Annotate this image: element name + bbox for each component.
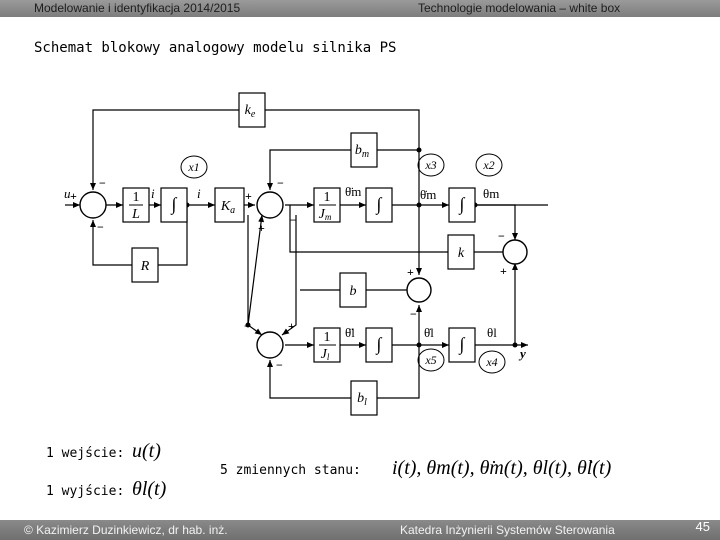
state-x1-marker [180, 155, 208, 179]
integral-3: ∫ [459, 194, 466, 215]
states-label: 5 zmiennych stanu: [220, 463, 361, 478]
signal-theta-m-dd: θ̈m [345, 184, 361, 199]
jm-num: 1 [324, 190, 331, 205]
block-integrator-4 [365, 327, 393, 363]
block-k [447, 234, 475, 270]
page-number: 45 [695, 519, 710, 534]
signal-theta-m-d: θ̇m [420, 187, 436, 202]
sign-11: − [498, 229, 505, 243]
sign-2: + [70, 189, 77, 203]
summer-torque-upper [256, 191, 284, 219]
sign-10: − [276, 358, 283, 372]
sign-4: − [277, 176, 284, 190]
sign-12: + [500, 264, 507, 278]
block-integrator-5 [448, 327, 476, 363]
sign-7: − [290, 213, 297, 227]
footer-bar: © Kazimierz Duzinkiewicz, dr hab. inż. K… [0, 520, 720, 540]
block-b [339, 272, 367, 308]
integral-4: ∫ [376, 334, 383, 355]
summer-damping [406, 277, 432, 303]
summer-torque-lower [256, 331, 284, 359]
state-x1: x1 [187, 160, 199, 174]
block-ke [238, 92, 266, 128]
output-expression: θl(t) [132, 478, 167, 500]
input-expression: u(t) [132, 440, 161, 462]
sign-3: − [97, 220, 104, 234]
states-expression: i(t), θm(t), θ̇m(t), θl(t), θ̇l(t) [392, 457, 612, 479]
state-x3: x3 [424, 158, 436, 172]
state-x2: x2 [482, 158, 494, 172]
block-integrator-2 [365, 187, 393, 223]
l-den: L [131, 207, 140, 222]
footer-author: © Kazimierz Duzinkiewicz, dr hab. inż. [24, 523, 228, 537]
ka-label: Ka [220, 199, 235, 216]
signal-theta-m: θm [483, 186, 499, 201]
footer-department: Katedra Inżynierii Systemów Sterowania [400, 523, 615, 537]
signal-y: y [518, 346, 526, 361]
state-x5: x5 [424, 353, 436, 367]
sign-8: − [244, 319, 251, 333]
block-bm [350, 132, 378, 168]
sign-6: + [258, 221, 265, 235]
sign-14: − [410, 307, 417, 321]
signal-theta-l: θl [487, 325, 497, 340]
sign-5: + [245, 189, 252, 203]
header-topic: Technologie modelowania – white box [418, 1, 621, 15]
signal-i2: i [197, 186, 201, 201]
state-x5-marker [417, 348, 445, 372]
sign-13: + [407, 265, 414, 279]
header-course: Modelowanie i identyfikacja 2014/2015 [34, 1, 241, 15]
inputs-label: 1 wejście: [46, 446, 125, 461]
block-bl [350, 380, 378, 416]
slide-title: Schemat blokowy analogowy modelu silnika… [34, 40, 397, 56]
outputs-label: 1 wyjście: [46, 484, 125, 499]
block-ka [214, 187, 245, 223]
integral-2: ∫ [376, 194, 383, 215]
l-num: 1 [133, 190, 140, 205]
bm-label: bm [355, 143, 369, 160]
ke-label: ke [245, 103, 256, 120]
state-x2-marker [475, 153, 503, 177]
header-bar: Modelowanie i identyfikacja 2014/2015 Te… [0, 0, 720, 17]
state-x4: x4 [485, 355, 497, 369]
signal-u: u [64, 186, 71, 201]
bl-label: bl [357, 391, 367, 408]
signal-theta-l-dd: θ̈l [345, 325, 355, 340]
block-integrator-1 [160, 187, 188, 223]
state-x4-marker [478, 350, 506, 374]
k-label: k [458, 246, 465, 261]
b-label: b [350, 284, 357, 299]
integral-5: ∫ [459, 334, 466, 355]
r-label: R [140, 259, 150, 274]
jl-den: Jl [321, 347, 330, 362]
summer-voltage [79, 191, 107, 219]
sign-9: + [288, 319, 295, 333]
summer-spring [502, 239, 528, 265]
signal-i1: i [151, 186, 155, 201]
block-integrator-3 [448, 187, 476, 223]
state-x3-marker [417, 153, 445, 177]
sign-1: − [99, 176, 106, 190]
block-r [131, 247, 159, 283]
signal-theta-l-d: θ̇l [424, 325, 434, 340]
jm-den: Jm [319, 207, 332, 222]
integral-1: ∫ [171, 194, 178, 215]
jl-num: 1 [324, 330, 331, 345]
